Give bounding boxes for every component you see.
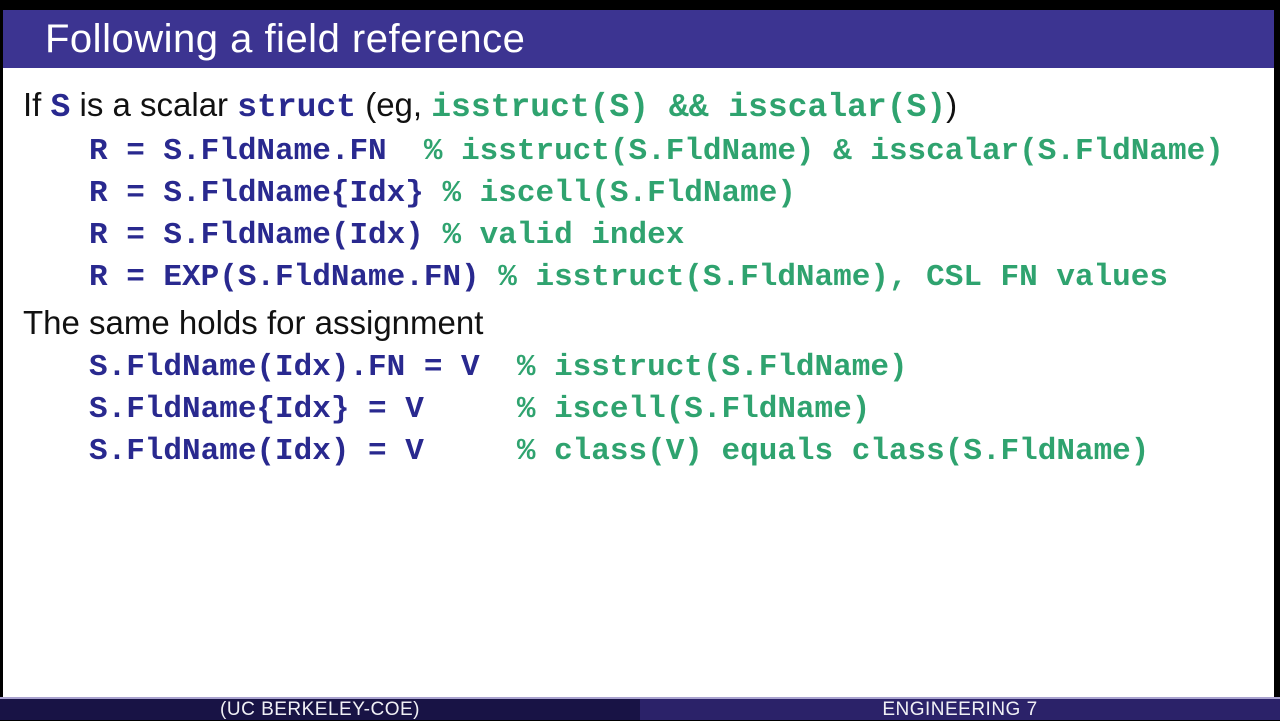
- code-statement: R = S.FldName.FN: [89, 134, 387, 169]
- code-comment: % class(V) equals class(S.FldName): [423, 434, 1150, 469]
- code-statement: R = S.FldName(Idx): [89, 218, 424, 253]
- code-statement: R = S.FldName{Idx}: [89, 176, 424, 211]
- code-line: R = EXP(S.FldName.FN) % isstruct(S.FldNa…: [89, 257, 1274, 299]
- intro-text: If: [23, 86, 51, 123]
- intro-line: If S is a scalar struct (eg, isstruct(S)…: [23, 82, 1274, 131]
- title-bar: Following a field reference: [3, 10, 1274, 68]
- footer-course-bar: ENGINEERING 7: [640, 697, 1280, 720]
- code-line: S.FldName(Idx).FN = V % isstruct(S.FldNa…: [89, 347, 1274, 389]
- code-line: S.FldName{Idx} = V % iscell(S.FldName): [89, 389, 1274, 431]
- code-comment: % iscell(S.FldName): [423, 392, 871, 427]
- code-line: R = S.FldName(Idx) % valid index: [89, 215, 1274, 257]
- footer-institution-label: (UC BERKELEY-COE): [220, 698, 420, 720]
- code-comment: % isstruct(S.FldName), CSL FN values: [479, 260, 1168, 295]
- intro-text: is a scalar: [70, 86, 238, 123]
- code-statement: S.FldName{Idx} = V: [89, 392, 424, 427]
- intro-text: ): [946, 86, 958, 123]
- code-comment: % isstruct(S.FldName): [479, 350, 908, 385]
- footer-course-label: ENGINEERING 7: [882, 698, 1038, 720]
- footer-institution-bar: (UC BERKELEY-COE): [0, 697, 640, 720]
- code-token-struct: struct: [237, 89, 357, 126]
- code-block-reference: R = S.FldName.FN % isstruct(S.FldName) &…: [89, 131, 1274, 299]
- code-line: S.FldName(Idx) = V % class(V) equals cla…: [89, 431, 1274, 473]
- code-block-assignment: S.FldName(Idx).FN = V % isstruct(S.FldNa…: [89, 347, 1274, 473]
- inline-code-comment: isstruct(S) && isscalar(S): [431, 89, 947, 126]
- code-line: R = S.FldName{Idx} % iscell(S.FldName): [89, 173, 1274, 215]
- assignment-heading: The same holds for assignment: [23, 304, 484, 341]
- code-comment: % iscell(S.FldName): [423, 176, 796, 211]
- code-comment: % valid index: [423, 218, 685, 253]
- code-token-S: S: [50, 89, 71, 126]
- intro-text: (eg,: [356, 86, 432, 123]
- slide-title: Following a field reference: [45, 16, 526, 61]
- code-statement: R = EXP(S.FldName.FN): [89, 260, 480, 295]
- slide-body: If S is a scalar struct (eg, isstruct(S)…: [3, 68, 1274, 697]
- code-statement: S.FldName(Idx) = V: [89, 434, 424, 469]
- code-statement: S.FldName(Idx).FN = V: [89, 350, 480, 385]
- code-comment: % isstruct(S.FldName) & isscalar(S.FldNa…: [386, 134, 1224, 169]
- code-line: R = S.FldName.FN % isstruct(S.FldName) &…: [89, 131, 1274, 173]
